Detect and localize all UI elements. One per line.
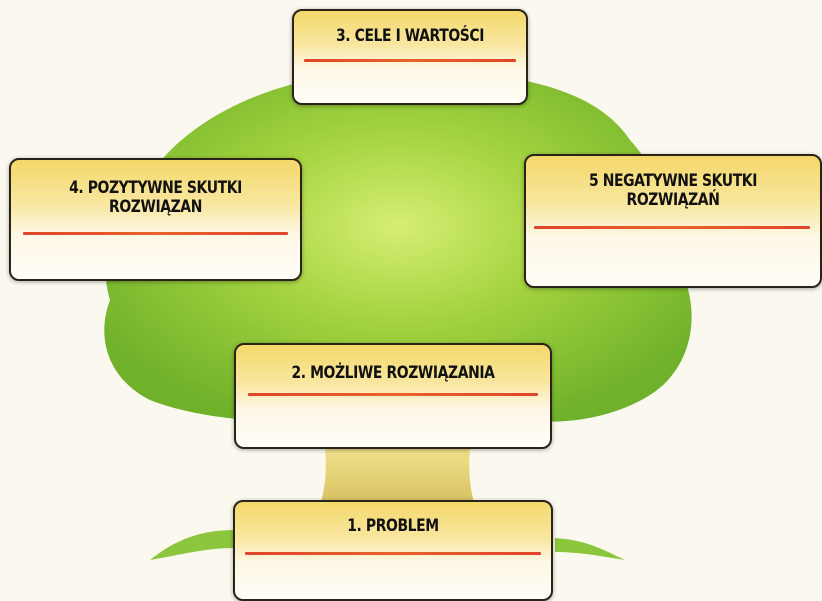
possible-solutions-box: 2. MOŻLIWE ROZWIĄZANIA	[234, 343, 552, 449]
negative-effects-label: 5 NEGATYWNE SKUTKI ROZWIĄZAŃ	[589, 171, 757, 210]
possible-solutions-underline	[248, 393, 538, 396]
negative-effects-box: 5 NEGATYWNE SKUTKI ROZWIĄZAŃ	[524, 154, 822, 288]
goals-values-box: 3. CELE I WARTOŚCI	[292, 9, 528, 105]
negative-effects-underline	[534, 226, 810, 229]
problem-underline	[245, 552, 541, 555]
problem-box: 1. PROBLEM	[233, 500, 553, 601]
positive-effects-underline	[23, 232, 288, 235]
problem-label: 1. PROBLEM	[347, 516, 439, 536]
grass-right	[555, 538, 625, 560]
positive-effects-label: 4. POZYTYWNE SKUTKI ROZWIĄZAN	[69, 178, 242, 217]
goals-values-underline	[304, 59, 516, 62]
possible-solutions-label: 2. MOŻLIWE ROZWIĄZANIA	[291, 363, 495, 383]
grass-left	[150, 530, 235, 560]
positive-effects-box: 4. POZYTYWNE SKUTKI ROZWIĄZAN	[9, 158, 302, 281]
tree-trunk	[320, 448, 475, 505]
goals-values-label: 3. CELE I WARTOŚCI	[336, 26, 484, 46]
